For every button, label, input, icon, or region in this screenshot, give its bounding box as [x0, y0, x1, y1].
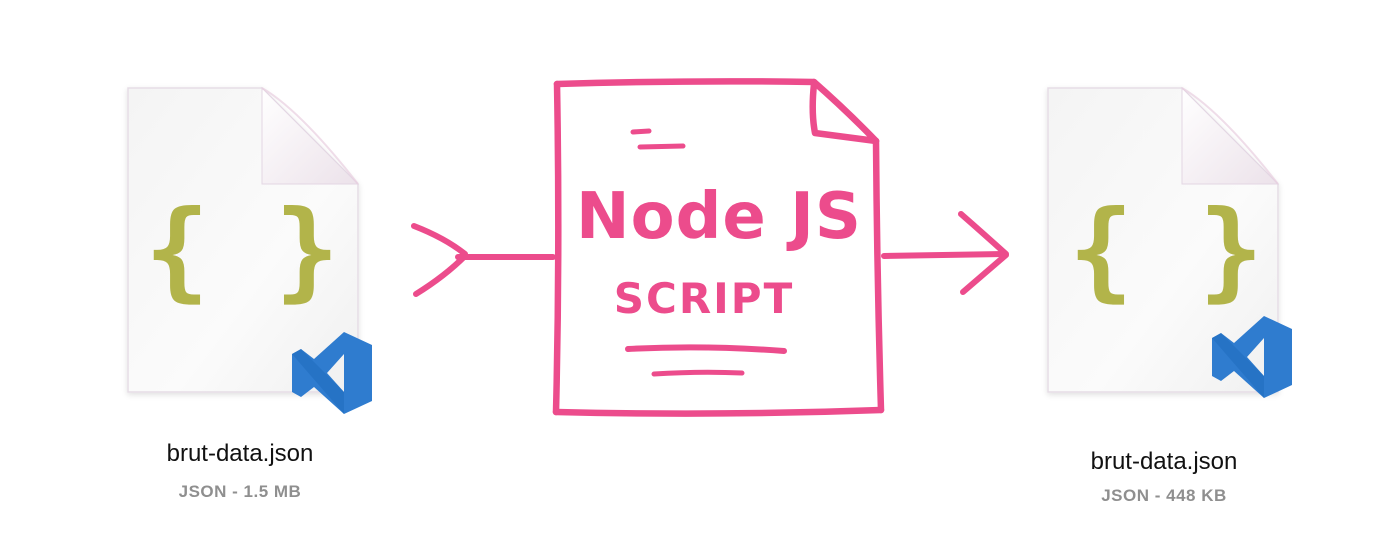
- json-brace-glyph: { }: [1068, 188, 1263, 313]
- output-file-name: brut-data.json: [1090, 448, 1238, 475]
- script-document-icon: [552, 78, 885, 417]
- file-fold-shadow: [1181, 87, 1279, 185]
- json-brace-glyph: { }: [144, 188, 339, 313]
- vscode-logo-icon: [292, 332, 372, 414]
- output-file-icon[interactable]: { }: [1047, 86, 1292, 398]
- source-file-icon[interactable]: { }: [127, 86, 372, 414]
- script-subtitle: SCRIPT: [614, 274, 794, 323]
- source-file-meta: JSON - 1.5 MB: [178, 482, 302, 501]
- output-file-meta: JSON - 448 KB: [1101, 486, 1227, 505]
- arrow-into-script: [411, 223, 556, 297]
- script-title: Node JS: [576, 180, 862, 254]
- file-fold: [261, 86, 360, 185]
- source-file-name: brut-data.json: [166, 440, 314, 467]
- file-fold: [1181, 86, 1280, 185]
- file-fold-shadow: [261, 87, 359, 185]
- arrow-out-of-script: [881, 211, 1009, 295]
- vscode-logo-icon: [1212, 316, 1292, 398]
